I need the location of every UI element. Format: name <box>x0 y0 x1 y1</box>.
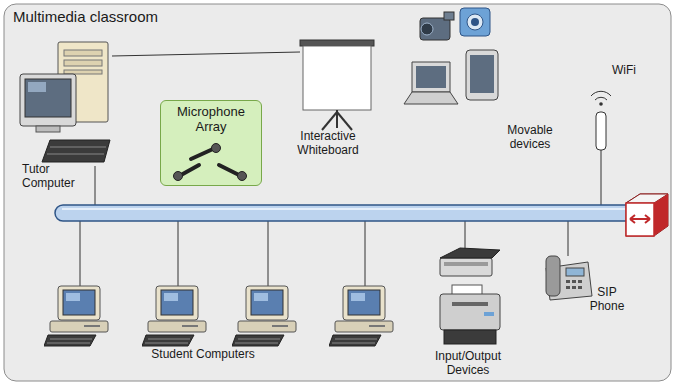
device-label: Student Computers <box>118 348 288 362</box>
wires-part <box>178 221 179 286</box>
microphone-part <box>212 144 221 153</box>
sip-phone-part-part <box>572 286 576 289</box>
input-output-devices-part <box>440 294 500 330</box>
wires-part <box>95 166 96 206</box>
wires-part <box>365 221 366 286</box>
wires-part <box>601 150 602 206</box>
tutor-computer-part <box>50 147 106 148</box>
input-output-devices-part <box>444 262 488 266</box>
microphone-icons <box>161 139 261 181</box>
student-computers-part <box>329 286 393 346</box>
microphone-part <box>181 165 199 175</box>
microphone-part <box>191 149 213 159</box>
input-output-devices-part <box>444 330 496 344</box>
router-part <box>626 203 654 236</box>
movable-devices <box>404 8 498 104</box>
movable-devices-part <box>470 55 494 93</box>
sip-phone-part-part <box>566 286 570 289</box>
interactive-whiteboard-part <box>300 40 374 46</box>
interactive-whiteboard <box>300 40 374 130</box>
wifi-antenna-part <box>596 112 606 150</box>
classroom-frame: Multimedia classroomMicrophone Array <box>4 4 671 381</box>
movable-devices-part <box>420 18 450 40</box>
tutor-computer-part <box>47 154 104 155</box>
microphone-part <box>174 172 183 181</box>
tutor-computer-part <box>64 70 102 74</box>
movable-devices-part <box>412 62 450 92</box>
device-label: Movable devices <box>500 124 560 152</box>
sip-phone-part-part <box>578 286 582 289</box>
input-output-devices <box>440 248 500 344</box>
movable-devices-part <box>471 18 479 26</box>
router <box>626 194 668 236</box>
tutor-computer-part <box>42 140 110 162</box>
tutor-computer-part <box>64 60 102 66</box>
student-computers-part <box>142 286 206 346</box>
sip-phone-part-part <box>566 280 570 283</box>
tutor-computer <box>20 42 110 162</box>
input-output-devices-part <box>452 302 488 306</box>
microphone-part <box>219 165 239 175</box>
wires-part <box>80 221 81 286</box>
device-label: SIP Phone <box>585 286 629 314</box>
router-part <box>626 194 668 236</box>
region-title: Multimedia classroom <box>13 8 662 25</box>
input-output-devices-part <box>440 248 500 258</box>
network-bus <box>55 205 635 221</box>
student-computers <box>44 286 393 346</box>
router-part <box>654 194 668 236</box>
sip-phone-part-part <box>572 280 576 283</box>
tutor-computer-part <box>20 74 76 126</box>
network-bus-part <box>55 205 635 221</box>
box-label: Microphone Array <box>167 105 255 135</box>
movable-devices-part <box>467 14 483 30</box>
microphone-part <box>238 172 247 181</box>
student-computers-part <box>44 286 108 346</box>
microphone <box>219 165 247 181</box>
device-label: Interactive Whiteboard <box>288 130 368 158</box>
wires-part <box>568 221 569 256</box>
device-label: WiFi <box>606 64 642 78</box>
wifi-antenna-part <box>599 102 603 106</box>
device-label: Tutor Computer <box>22 163 82 191</box>
sip-phone-part <box>546 256 560 296</box>
microphone <box>191 144 221 160</box>
interactive-whiteboard-part <box>303 46 371 110</box>
tutor-computer-part <box>25 79 71 117</box>
network-bus-part <box>62 208 628 210</box>
input-output-devices-part <box>440 258 492 276</box>
classroom-region <box>4 4 671 381</box>
sip-phone <box>546 256 592 300</box>
input-output-devices-part <box>484 312 494 316</box>
wifi-antenna <box>591 91 611 150</box>
microphone <box>174 165 200 181</box>
sip-phone-part <box>566 280 582 289</box>
movable-devices-part <box>444 12 454 20</box>
device-label: Input/Output Devices <box>422 350 514 378</box>
student-computers-part <box>232 286 296 346</box>
wifi-antenna-part <box>591 91 611 100</box>
movable-devices-part <box>460 8 490 36</box>
tutor-computer-part <box>36 126 60 132</box>
tutor-computer-part <box>64 50 102 56</box>
movable-devices-part <box>404 92 458 104</box>
movable-devices-part <box>421 23 433 35</box>
sip-phone-part <box>566 268 584 276</box>
interactive-whiteboard-part <box>337 112 352 130</box>
wires-part <box>268 221 269 286</box>
movable-devices-part <box>416 66 446 88</box>
movable-devices-part <box>466 50 498 100</box>
tutor-computer-part <box>28 82 46 92</box>
wires-part <box>112 52 300 56</box>
interactive-whiteboard-part <box>322 112 337 130</box>
sip-phone-part-part <box>578 280 582 283</box>
microphone-box: Microphone Array <box>160 100 262 186</box>
router-part <box>630 215 650 223</box>
